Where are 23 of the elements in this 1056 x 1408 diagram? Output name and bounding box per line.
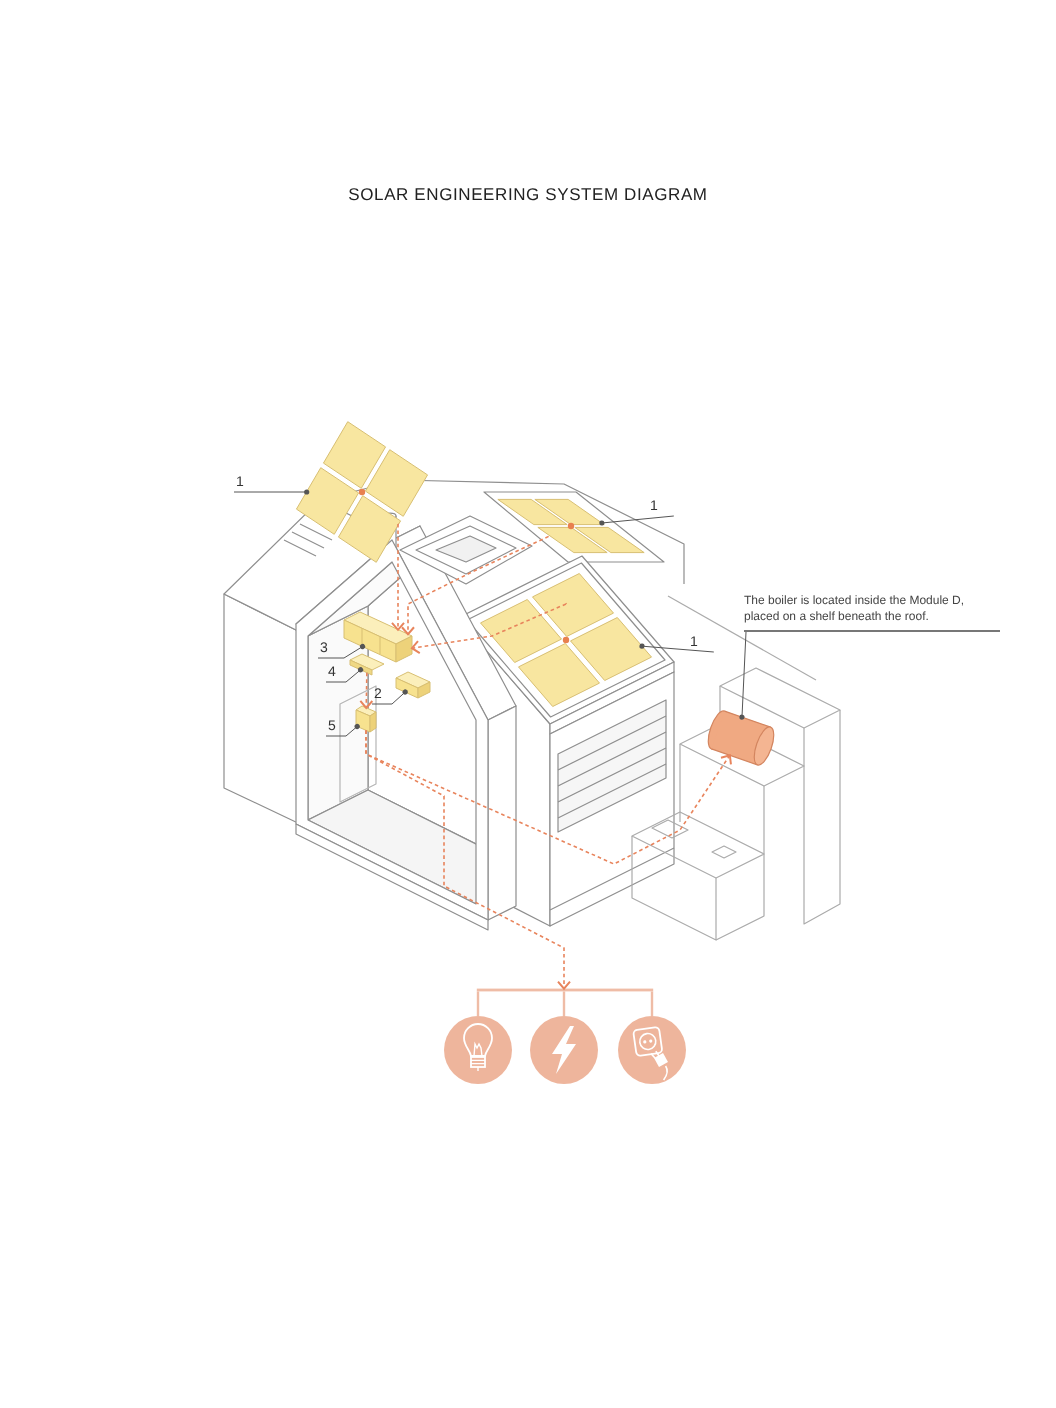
boiler-cylinder [707,710,775,766]
equipment-box [395,671,431,699]
leader-line [325,667,364,683]
leader-line [325,723,360,737]
equipment-plate [349,653,385,676]
solar-panel-array [480,573,652,707]
leader-line [739,631,747,720]
solar-panel-array [497,498,645,554]
connector-line [476,991,480,1017]
arrow [359,671,374,709]
connector-line [650,991,654,1017]
connector-line [562,991,566,1017]
leader-line [233,489,310,495]
arrow [365,729,571,990]
leader-line [371,689,408,705]
leader-line [639,643,715,653]
light-bulb-icon [444,1016,512,1084]
leader-line [599,515,675,526]
socket-plug-icon [618,1016,686,1084]
lightning-icon [530,1016,598,1084]
leader-line [317,643,366,659]
diagram-title: SOLAR ENGINEERING SYSTEM DIAGRAM [348,186,708,203]
equipment-box [355,705,377,733]
